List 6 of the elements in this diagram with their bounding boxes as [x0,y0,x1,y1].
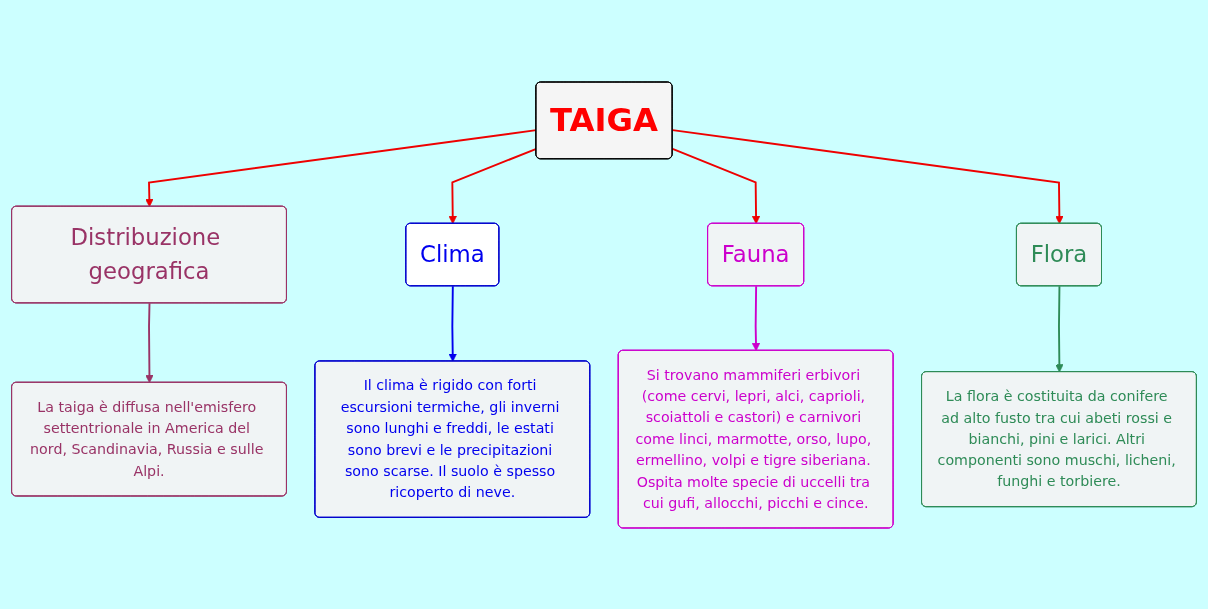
arrow [145,301,154,383]
arrow [1055,284,1064,372]
arrow [671,147,761,224]
arrow [671,128,1064,224]
arrow [751,284,761,351]
arrow [448,284,457,362]
